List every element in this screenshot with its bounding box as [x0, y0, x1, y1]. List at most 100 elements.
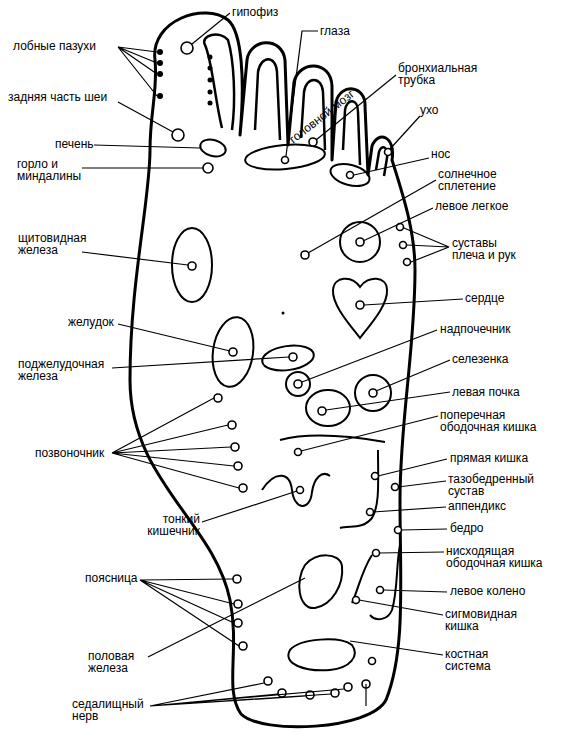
part-label: позвоночник	[35, 447, 104, 459]
leader-line	[364, 299, 463, 305]
leader-line	[383, 590, 447, 592]
leader-line	[202, 491, 297, 522]
reflex-point	[208, 66, 213, 71]
part-label: печень	[55, 138, 94, 150]
part-label: аппендикс	[448, 500, 506, 512]
reflex-point	[157, 93, 163, 99]
reflex-point	[214, 394, 222, 402]
toe-outline	[255, 59, 280, 140]
reflex-point	[356, 301, 364, 309]
part-label: надпочечник	[440, 323, 511, 335]
reflex-point	[385, 149, 392, 156]
reflex-zone	[370, 545, 400, 619]
foot-outline	[130, 13, 415, 727]
reflex-point	[157, 71, 163, 77]
part-label: поперечная ободочная кишка	[440, 409, 550, 433]
part-label: желудок	[68, 316, 114, 328]
reflex-zone	[352, 555, 372, 603]
reflex-point	[309, 138, 317, 146]
leader-line	[354, 158, 429, 175]
part-label: левое колено	[450, 585, 525, 597]
part-label: нос	[431, 148, 450, 160]
reflex-point	[157, 49, 163, 55]
reflex-point	[188, 262, 196, 270]
leader-line	[118, 324, 230, 351]
leader-line	[82, 252, 188, 265]
reflex-point	[172, 129, 184, 141]
leader-line	[390, 116, 420, 149]
reflex-point	[203, 163, 213, 173]
leader-line	[326, 392, 450, 410]
reflex-zone	[280, 436, 385, 442]
part-label: бронхиальная трубка	[398, 62, 488, 86]
leader-line	[118, 47, 157, 96]
part-label: седалищный нерв	[72, 698, 147, 722]
reflex-zone	[340, 222, 380, 262]
part-label: поясница	[85, 572, 138, 584]
reflex-point	[373, 550, 380, 557]
part-label: левая почка	[452, 386, 520, 398]
reflex-point	[239, 642, 247, 650]
part-label: бедро	[450, 522, 484, 534]
leader-line	[112, 398, 239, 488]
reflex-zone	[333, 279, 387, 338]
part-label: головной мозг	[287, 88, 356, 146]
leader-line	[150, 683, 344, 706]
part-label: костная система	[445, 648, 510, 672]
reflex-point	[157, 60, 163, 66]
part-label: прямая кишка	[450, 452, 528, 464]
reflex-point	[369, 658, 376, 665]
reflex-point	[301, 251, 309, 259]
reflex-point	[239, 484, 247, 492]
reflex-point	[181, 42, 193, 54]
part-label: поджелудочная железа	[18, 358, 113, 382]
reflex-point	[208, 90, 213, 95]
part-label: лобные пазухи	[13, 40, 96, 52]
reflex-zone	[262, 474, 330, 506]
part-label: гипофиз	[232, 6, 278, 18]
reflex-point	[318, 407, 326, 415]
part-label: глаза	[320, 25, 350, 37]
reflex-point	[289, 353, 297, 361]
reflex-point	[404, 259, 411, 266]
part-label: горло и миндалины	[17, 158, 92, 182]
reflex-zone	[340, 450, 378, 528]
reflex-point	[231, 443, 239, 451]
part-label: ухо	[420, 104, 439, 116]
part-label: задняя часть шеи	[8, 91, 107, 103]
reflex-point	[282, 157, 289, 164]
leader-line	[379, 552, 444, 553]
reflex-point	[234, 462, 242, 470]
leader-line	[376, 360, 450, 391]
toe-outline	[204, 35, 234, 130]
part-label: селезенка	[452, 353, 509, 365]
reflex-zone	[172, 228, 212, 302]
reflex-zone	[208, 315, 257, 390]
leader-line	[359, 600, 443, 615]
reflex-zone	[299, 555, 342, 608]
part-label: сигмовидная кишка	[445, 608, 525, 632]
part-label: щитовидная железа	[18, 232, 98, 256]
reflex-point	[278, 689, 286, 697]
reflex-zone	[286, 372, 310, 396]
part-label: суставы плеча и рук	[452, 237, 522, 261]
reflex-point	[208, 78, 213, 83]
leader-line	[404, 228, 449, 262]
leader-line	[350, 641, 443, 655]
leader-line	[94, 145, 200, 148]
reflex-point	[347, 172, 354, 179]
leader-line	[192, 13, 230, 44]
reflex-point	[208, 101, 213, 106]
reflex-point	[295, 449, 302, 456]
reflex-point	[294, 380, 302, 388]
leader-line	[378, 459, 447, 476]
leader-line	[365, 684, 366, 706]
reflex-point	[367, 509, 374, 516]
leader-line	[148, 578, 305, 657]
reflex-point	[369, 389, 377, 397]
leader-line	[112, 357, 289, 368]
leader-line	[373, 507, 446, 512]
leader-line	[401, 529, 447, 530]
part-label: нисходящая ободочная кишка	[446, 545, 556, 569]
part-label: левое легкое	[435, 200, 508, 212]
